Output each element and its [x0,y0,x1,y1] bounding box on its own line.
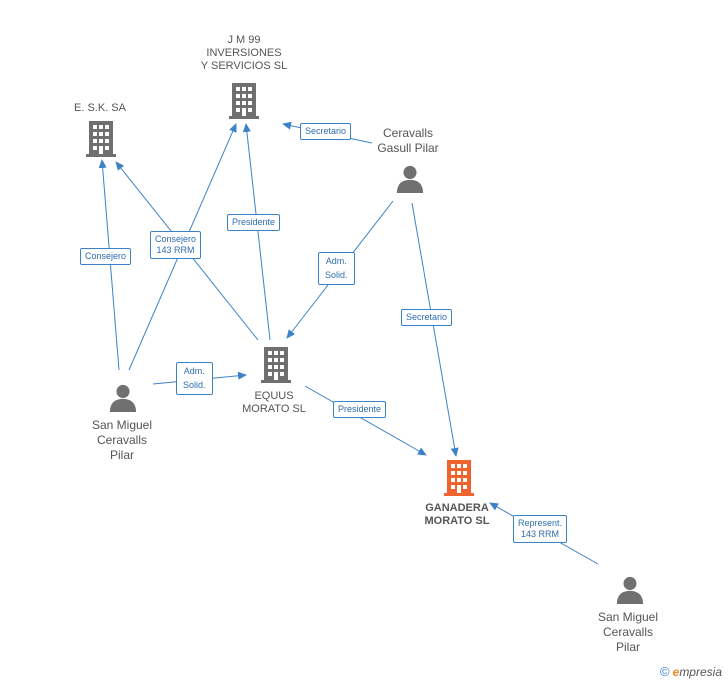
edge-label-consejero-left[interactable]: Consejero [80,248,132,265]
edge-label-presidente-bottom[interactable]: Presidente [333,401,387,418]
building-icon[interactable] [86,121,116,157]
node-label-esk[interactable]: E. S.K. SA [74,102,126,114]
edge-label-adm-solid-left[interactable]: Adm. Solid. [176,362,213,395]
node-label-jm99[interactable]: J M 99 INVERSIONES Y SERVICIOS SL [200,34,288,72]
edge-equus-jm99 [242,123,271,341]
edge-label-adm-solid-right[interactable]: Adm. Solid. [318,252,355,285]
edge-equus-ganadera [304,385,427,456]
node-label-ganadera[interactable]: GANADERA MORATO SL [424,502,490,527]
edge-ceravalls-ganadera [411,202,459,457]
copyright-icon: © [660,664,670,679]
edge-label-secretario-right[interactable]: Secretario [401,309,453,326]
building-icon[interactable] [229,83,259,119]
person-icon[interactable] [616,576,644,604]
node-label-equus[interactable]: EQUUS MORATO SL [242,390,306,415]
edge-sanmiguel-esk [98,159,120,371]
edge-label-secretario-top[interactable]: Secretario [300,123,352,140]
person-icon[interactable] [396,165,424,193]
node-label-sanmiguel-left[interactable]: San Miguel Ceravalls Pilar [91,418,153,462]
edge-label-presidente-top[interactable]: Presidente [227,214,281,231]
brand-logo: ©empresia [660,664,722,679]
edge-label-represent[interactable]: Represent. 143 RRM [513,515,568,543]
edges [98,121,599,565]
building-icon[interactable] [444,460,474,496]
edge-label-consejero-mid[interactable]: Consejero 143 RRM [150,231,202,259]
person-icon[interactable] [109,384,137,412]
node-label-sanmiguel-right[interactable]: San Miguel Ceravalls Pilar [597,610,659,654]
building-icon[interactable] [261,347,291,383]
node-label-ceravalls-gasull[interactable]: Ceravalls Gasull Pilar [377,126,439,155]
